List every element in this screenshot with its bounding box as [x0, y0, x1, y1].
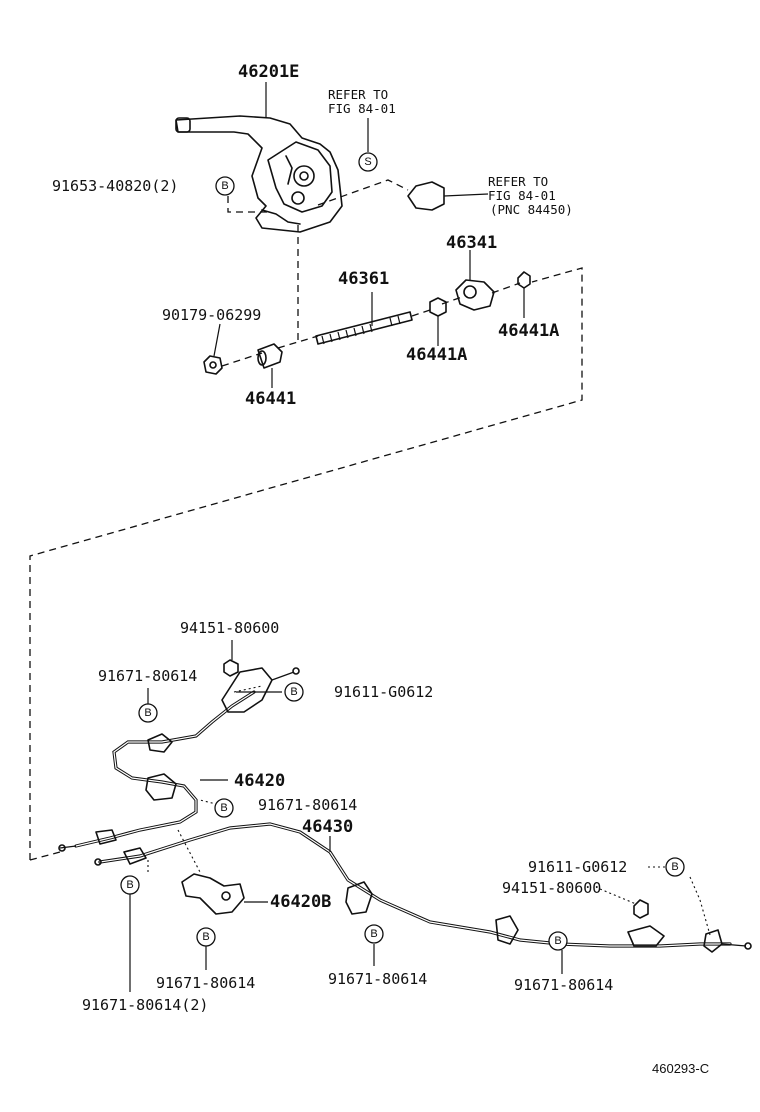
ref-fig-top-line1: REFER TO [328, 87, 388, 102]
label-bolt-top-left: 91671-80614 [98, 667, 197, 685]
svg-text:B: B [221, 180, 228, 192]
label-bracket: 46420B [270, 892, 331, 912]
ref-fig-right-line2: FIG 84-01 [488, 188, 556, 203]
diagram-code: 460293-C [652, 1061, 709, 1076]
svg-text:B: B [144, 707, 151, 719]
lower-leaders [129, 688, 563, 992]
label-bolt-right: 91671-80614 [514, 976, 613, 994]
svg-text:B: B [370, 928, 377, 940]
b-badge: B [284, 682, 304, 702]
label-nut-a-right: 46441A [498, 321, 559, 341]
parking-brake-lever [175, 115, 343, 233]
nut-46441a-right [517, 271, 531, 318]
b-badge: B [665, 857, 685, 877]
ref-fig-top-line2: FIG 84-01 [328, 101, 396, 116]
b-badge: B [364, 924, 384, 944]
b-badge: B [548, 931, 568, 951]
label-nut-94151-top: 94151-80600 [180, 619, 279, 637]
b-badge: B [138, 703, 158, 723]
label-rear-cable: 46430 [302, 817, 353, 837]
rear-cable-46430 [94, 822, 752, 953]
label-bolt-bracket: 91671-80614 [156, 974, 255, 992]
label-sleeve: 46441 [245, 389, 296, 409]
ref-fig-right-line1: REFER TO [488, 174, 548, 189]
label-front-cable: 46420 [234, 771, 285, 791]
b-badge: B [120, 875, 140, 895]
bracket-46420b [181, 873, 268, 915]
nut-94151-right [633, 899, 649, 919]
label-bolt-mid: 91671-80614 [258, 796, 357, 814]
front-cable-46420 [58, 667, 300, 852]
b-badge: B [214, 798, 234, 818]
svg-text:S: S [364, 156, 371, 168]
assembly-outline [29, 179, 583, 861]
svg-text:B: B [554, 935, 561, 947]
s-badge: S [358, 152, 378, 172]
nut-46441a-middle [429, 297, 447, 346]
nut-94151-top [223, 640, 239, 677]
label-bolt-center: 91671-80614 [328, 970, 427, 988]
svg-text:B: B [202, 931, 209, 943]
sleeve [257, 343, 283, 388]
svg-text:B: B [220, 802, 227, 814]
equalizer [455, 250, 495, 311]
label-lever: 46201E [238, 62, 299, 82]
label-bolt-g0612-right: 91611-G0612 [528, 858, 627, 876]
label-bolt-left-2: 91671-80614(2) [82, 996, 208, 1014]
label-nut-94151-right: 94151-80600 [502, 879, 601, 897]
rod-nut [203, 323, 223, 375]
ref-fig-right-line3: (PNC 84450) [490, 202, 573, 217]
adjusting-rod [315, 292, 413, 345]
b-badge: B [196, 927, 216, 947]
svg-text:B: B [126, 879, 133, 891]
label-bolt-g0612-top: 91611-G0612 [334, 683, 433, 701]
label-equalizer: 46341 [446, 233, 497, 253]
label-rod: 46361 [338, 269, 389, 289]
svg-text:B: B [290, 686, 297, 698]
label-bolt-b: 91653-40820(2) [52, 177, 178, 195]
label-rod-nut: 90179-06299 [162, 306, 261, 324]
b-badge: B [215, 176, 235, 196]
label-nut-a-middle: 46441A [406, 345, 467, 365]
svg-text:B: B [671, 861, 678, 873]
switch-connector [367, 118, 489, 211]
